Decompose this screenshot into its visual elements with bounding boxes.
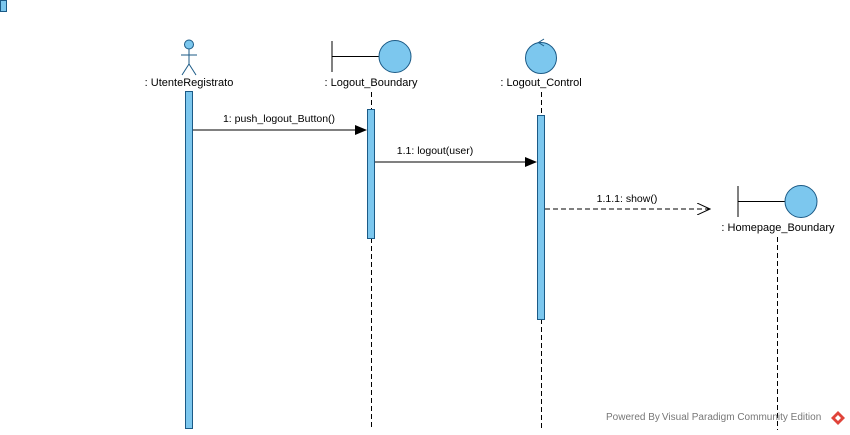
watermark-text: Powered By Visual Paradigm Community Edi…	[606, 412, 822, 423]
control-icon[interactable]	[525, 38, 557, 74]
message-label-push-logout: 1: push_logout_Button()	[222, 113, 336, 125]
lifeline-label-logout-boundary: : Logout_Boundary	[324, 77, 418, 89]
lifeline-label-homepage-boundary: : Homepage_Boundary	[721, 222, 835, 234]
activation-bar-logout-control[interactable]	[537, 115, 545, 320]
boundary-icon[interactable]	[737, 185, 818, 218]
message-label-logout: 1.1: logout(user)	[396, 145, 474, 157]
activation-bar-actor[interactable]	[185, 91, 193, 429]
corner-marker	[0, 0, 7, 12]
lifeline-label-actor: : UtenteRegistrato	[144, 77, 234, 89]
boundary-icon[interactable]	[331, 40, 412, 73]
activation-bar-logout-boundary[interactable]	[367, 109, 375, 239]
message-label-show: 1.1.1: show()	[596, 193, 658, 205]
actor-icon[interactable]	[181, 39, 197, 76]
lifeline-label-logout-control: : Logout_Control	[500, 77, 582, 89]
visual-paradigm-logo-icon	[831, 411, 845, 425]
